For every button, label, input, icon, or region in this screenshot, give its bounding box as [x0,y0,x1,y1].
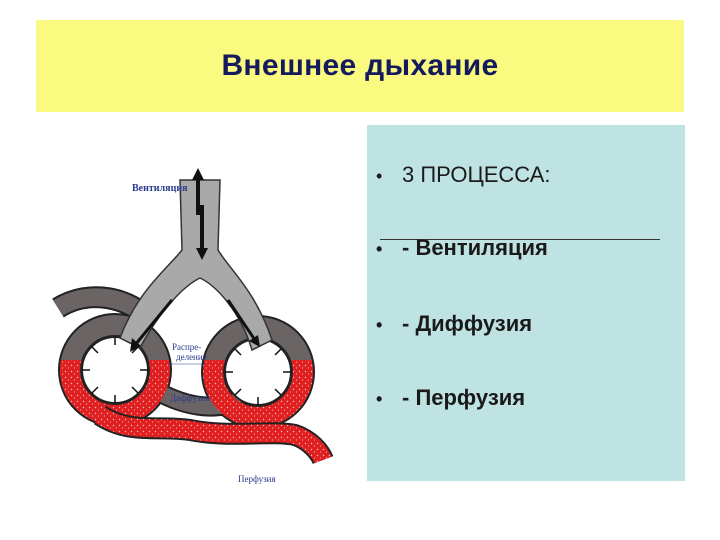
lung-diagram: Вентиляция Распре- деление Диффузия Перф… [52,168,334,484]
text-panel [367,125,685,481]
distribution-arrows [130,299,260,352]
bullet-marker: • [376,315,383,335]
divider-line [380,239,660,240]
bullet-text-perfusion: - Перфузия [402,385,526,410]
label-distribution-line1: Распре- [172,342,201,352]
ventilation-arrow [192,168,208,260]
bullet-item: • - Вентиляция [376,235,548,261]
bullet-item: • 3 ПРОЦЕССА: [376,162,551,188]
diffusion-arrows [82,337,291,405]
bullet-text-processes: 3 ПРОЦЕССА: [402,162,551,187]
label-ventilation: Вентиляция [132,183,188,194]
label-diffusion: Диффузия [170,393,209,403]
bullet-text-diffusion: - Диффузия [402,311,533,336]
label-distribution-line2: деление [176,352,207,362]
bullet-marker: • [376,389,383,409]
slide-title: Внешнее дыхание [221,49,499,82]
alveolus-right [224,338,292,406]
title-band: Внешнее дыхание [36,20,684,112]
bullet-marker: • [376,166,383,186]
bullet-marker: • [376,239,383,259]
bullet-item: • - Диффузия [376,311,532,337]
label-perfusion: Перфузия [238,474,276,484]
bullet-item: • - Перфузия [376,385,525,411]
bullet-text-ventilation: - Вентиляция [402,235,548,260]
